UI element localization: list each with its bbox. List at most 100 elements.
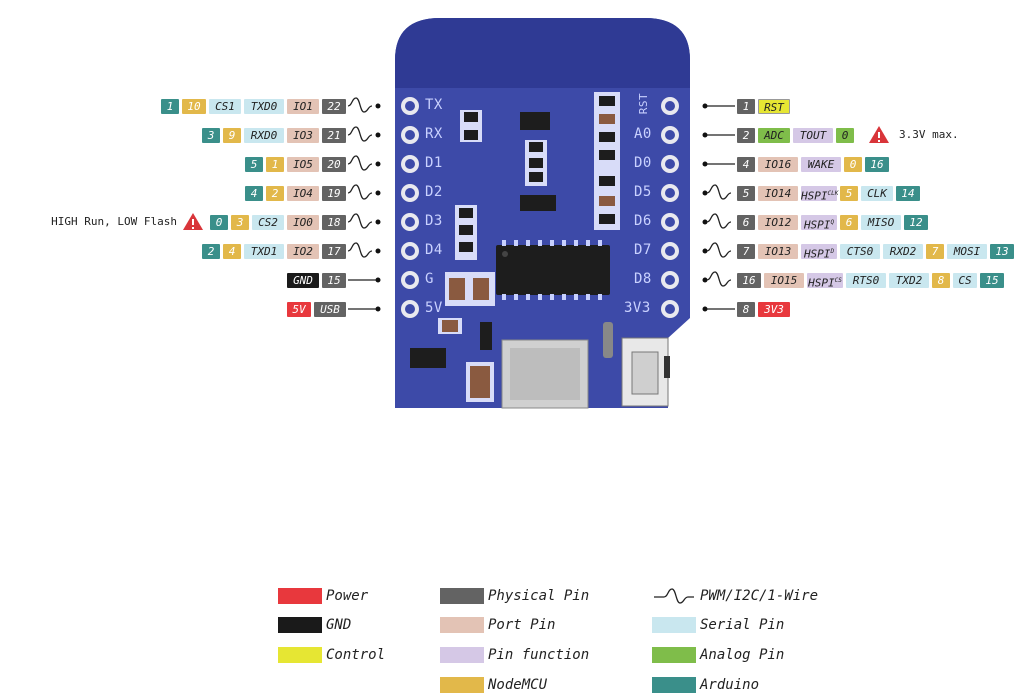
- pwm-squiggle: [347, 242, 373, 258]
- pin-tag-serial: RXD2: [883, 244, 923, 259]
- pin-hole-center: [405, 188, 415, 198]
- pin-tag-serial: TXD2: [889, 273, 929, 288]
- pin-tag-nodemcu: 8: [932, 273, 950, 288]
- pin-tag-arduino: 15: [980, 273, 1004, 288]
- pin-tag-physical: 21: [322, 128, 346, 143]
- connector-dot: [702, 248, 708, 254]
- pin-tag-serial: CS: [953, 273, 977, 288]
- legend-item-gnd: GND: [278, 616, 351, 634]
- connector-dot: [702, 277, 708, 283]
- legend-swatch: [652, 617, 696, 633]
- pin-tag-physical: 1: [737, 99, 755, 114]
- pin-tag-port: IO14: [758, 186, 798, 201]
- pin-hole-center: [405, 159, 415, 169]
- pin-hole-center: [665, 130, 675, 140]
- connector-dot: [375, 248, 381, 254]
- pwm-squiggle: [347, 97, 373, 113]
- legend-item-arduino: Arduino: [652, 676, 759, 694]
- pin-tag-physical: 18: [322, 215, 346, 230]
- pin-tag-arduino: 13: [990, 244, 1014, 259]
- pwm-squiggle: [347, 126, 373, 142]
- pin-tag-function: HSPICS: [807, 273, 843, 290]
- pin-tag-function: WAKE: [801, 157, 841, 172]
- legend-item-power: Power: [278, 587, 368, 605]
- pin-tag-serial: CTS0: [840, 244, 880, 259]
- pin-tag-port: IO0: [287, 215, 319, 230]
- pin-tag-serial: RXD0: [244, 128, 284, 143]
- pin-tag-port: IO13: [758, 244, 798, 259]
- pin-tag-function: TOUT: [793, 128, 833, 143]
- pin-tag-physical: 5: [737, 186, 755, 201]
- pin-hole-center: [665, 304, 675, 314]
- pin-tag-gnd: GND: [287, 273, 319, 288]
- board-pin-label: 5V: [425, 300, 443, 316]
- legend-swatch: [440, 647, 484, 663]
- pin-tag-serial: CS2: [252, 215, 284, 230]
- legend-swatch: [652, 588, 696, 604]
- pin-tag-function: HSPICLK: [801, 186, 838, 203]
- board-pin-label: 3V3: [624, 300, 651, 316]
- legend-label: NodeMCU: [488, 677, 548, 693]
- connector-dot: [702, 132, 708, 138]
- board-pin-label: D0: [634, 155, 652, 171]
- pin-tag-physical: 22: [322, 99, 346, 114]
- pin-tag-arduino: 14: [896, 186, 920, 201]
- board-pin-label: D8: [634, 271, 652, 287]
- pwm-squiggle: [347, 213, 373, 229]
- legend-label: Arduino: [700, 677, 760, 693]
- pin-hole-center: [665, 101, 675, 111]
- connector-dot: [375, 103, 381, 109]
- pin-tag-nodemcu: 2: [266, 186, 284, 201]
- legend-swatch: [652, 677, 696, 693]
- connector-dot: [702, 161, 708, 167]
- connector-dot: [702, 306, 708, 312]
- connector-dot: [375, 161, 381, 167]
- pin-hole-center: [405, 130, 415, 140]
- legend-label: GND: [326, 617, 352, 633]
- pwm-squiggle: [347, 155, 373, 171]
- pin-tag-port: IO15: [764, 273, 804, 288]
- transistor-top: [520, 112, 550, 130]
- pwm-squiggle-icon: [654, 588, 694, 604]
- board-pin-label: D1: [425, 155, 443, 171]
- pin-hole-center: [665, 246, 675, 256]
- pin-tag-physical: 17: [322, 244, 346, 259]
- pin-tag-nodemcu: 0: [844, 157, 862, 172]
- legend-item-control: Control: [278, 646, 385, 664]
- pin-tag-physical: 2: [737, 128, 755, 143]
- pin-tag-nodemcu: 9: [223, 128, 241, 143]
- legend-label: Analog Pin: [700, 647, 785, 663]
- pin-tag-nodemcu: 4: [223, 244, 241, 259]
- legend-label: PWM/I2C/1-Wire: [700, 588, 819, 604]
- board-pin-label: TX: [425, 97, 443, 113]
- pin-tag-nodemcu: 5: [840, 186, 858, 201]
- pin-tag-serial: RTS0: [846, 273, 886, 288]
- pwm-squiggle: [706, 213, 732, 229]
- legend-item-port: Port Pin: [440, 616, 555, 634]
- chip-dot: [502, 251, 508, 257]
- legend-item-nodemcu: NodeMCU: [440, 676, 547, 694]
- pin-tag-nodemcu: 7: [926, 244, 944, 259]
- board-pin-label: D3: [425, 213, 443, 229]
- connector-dot: [375, 306, 381, 312]
- pin-tag-physical: 8: [737, 302, 755, 317]
- legend-item-function: Pin function: [440, 646, 589, 664]
- chip-pins: [502, 240, 602, 300]
- legend-label: Power: [326, 588, 369, 604]
- legend-label: Physical Pin: [488, 588, 590, 604]
- legend-swatch: [278, 588, 322, 604]
- pin-tag-physical: 7: [737, 244, 755, 259]
- legend-swatch: [440, 617, 484, 633]
- connector-dot: [375, 190, 381, 196]
- pin-tag-port: IO1: [287, 99, 319, 114]
- pin-tag-physical: USB: [314, 302, 346, 317]
- pin-tag-port: IO16: [758, 157, 798, 172]
- pin-tag-arduino: 2: [202, 244, 220, 259]
- pwm-squiggle: [347, 184, 373, 200]
- board-pin-label: RST: [637, 92, 651, 115]
- pin-tag-serial: CS1: [209, 99, 241, 114]
- pin-hole-center: [405, 304, 415, 314]
- pwm-squiggle: [706, 184, 732, 200]
- pin-tag-function: HSPIQ: [801, 215, 837, 232]
